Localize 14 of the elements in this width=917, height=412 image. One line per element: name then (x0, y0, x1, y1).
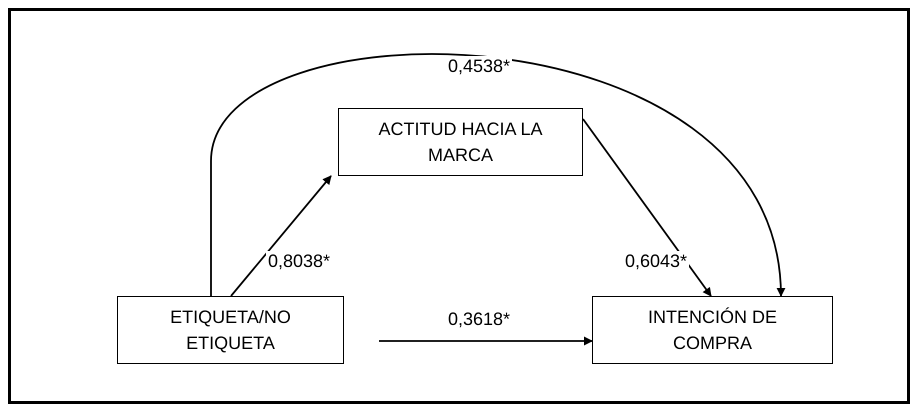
edge-label: 0,3618* (446, 309, 512, 330)
edge-label: 0,4538* (446, 56, 512, 77)
box-label: ETIQUETA/NO ETIQUETA (169, 306, 292, 355)
box-label: ACTITUD HACIA LA MARCA (377, 118, 544, 167)
variable-box (117, 296, 344, 364)
edge-label: 0,6043* (623, 251, 690, 272)
variable-box (338, 108, 583, 176)
box-label: INTENCIÓN DE COMPRA (646, 306, 778, 355)
arrow (379, 336, 593, 346)
arrow (230, 175, 332, 297)
arrow (210, 53, 784, 297)
arrow (582, 118, 712, 297)
variable-box (592, 296, 833, 364)
edge-label: 0,8038* (266, 251, 332, 272)
